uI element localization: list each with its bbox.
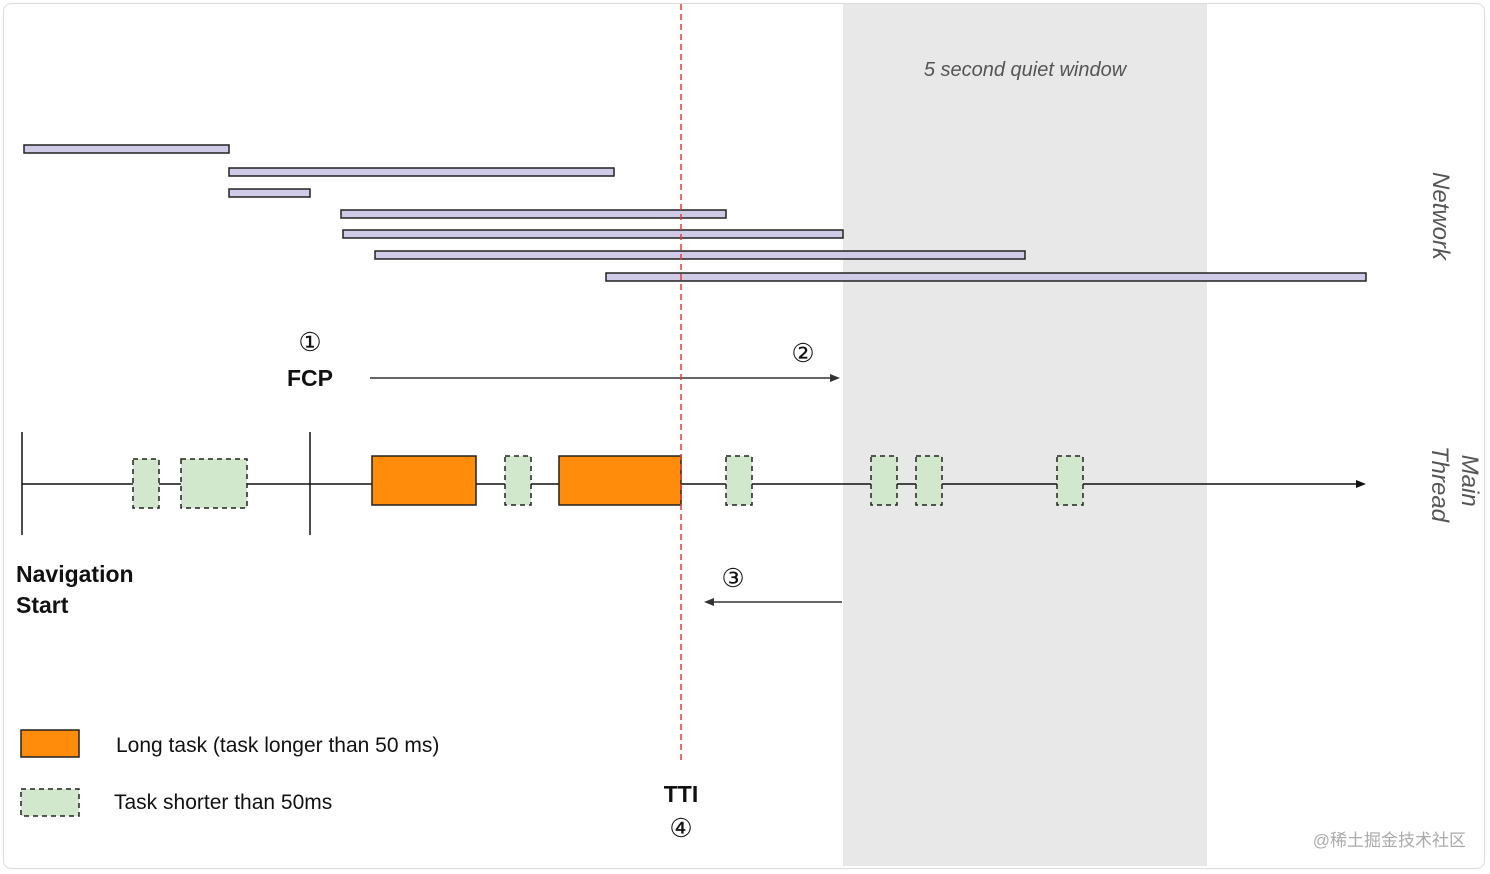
legend-long-task-swatch [20,729,80,758]
forward-search-arrow [370,374,840,382]
network-lane-label: Network [1427,172,1454,262]
short-task [725,455,753,506]
network-request-bar [228,167,615,177]
network-requests [23,144,1367,282]
legend: Long task (task longer than 50 ms) Task … [20,729,439,817]
short-task [504,455,532,506]
long-task [558,455,682,506]
network-request-bar [342,229,844,239]
network-request-bar [23,144,230,154]
step-2-number: ② [791,338,814,368]
navigation-start-label: Navigation [16,561,134,587]
network-request-bar [374,250,1026,260]
tti-label: TTI [664,781,699,807]
main-thread-lane-label: Main Thread [1426,446,1483,523]
short-task [915,455,943,506]
tti-step-number: ④ [669,813,692,843]
network-request-bar [228,188,311,198]
short-tasks [132,455,1084,509]
short-task [1056,455,1084,506]
navigation-start-label-line2: Start [16,592,69,618]
short-task [870,455,898,506]
legend-long-task-label: Long task (task longer than 50 ms) [116,734,439,757]
short-task [180,458,248,509]
quiet-window-label: 5 second quiet window [924,59,1128,81]
legend-short-task-swatch [20,788,80,817]
fcp-step-number: ① [298,327,321,357]
long-task [371,455,477,506]
network-request-bar [340,209,727,219]
fcp-label: FCP [287,365,333,391]
step-3-number: ③ [721,563,744,593]
short-task [132,458,160,509]
network-request-bar [605,272,1367,282]
legend-short-task-label: Task shorter than 50ms [114,791,332,814]
diagram-frame [3,3,1485,869]
backward-search-arrow [704,598,842,606]
quiet-window-region [843,4,1207,866]
long-tasks [371,455,682,506]
watermark: @稀土掘金技术社区 [1313,831,1466,850]
